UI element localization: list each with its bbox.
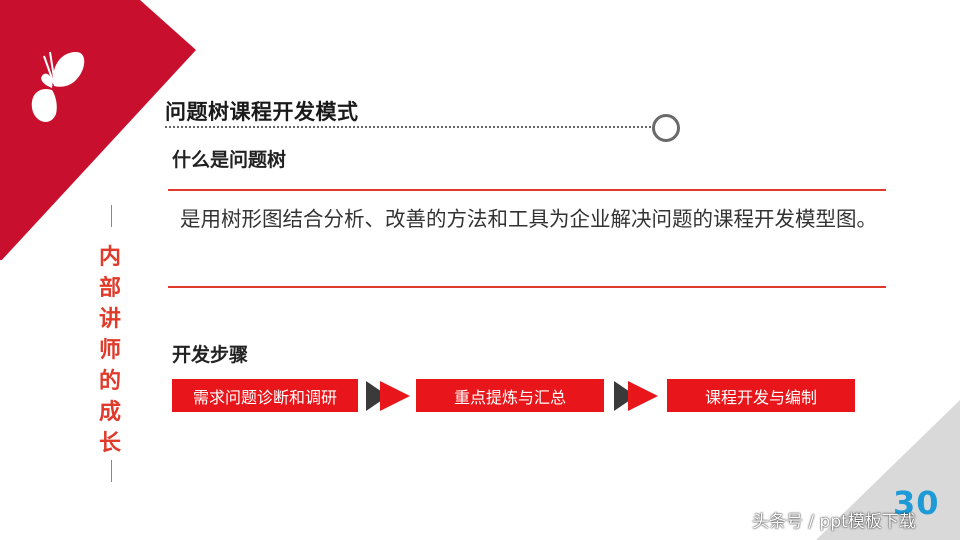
corner-decoration-red (0, 0, 196, 260)
vertical-line-bottom (111, 460, 112, 482)
vertical-title-char: 的 (98, 369, 121, 394)
vertical-title: 内 部 讲 师 的 成 长 (96, 242, 124, 459)
step-box-3: 课程开发与编制 (667, 379, 855, 412)
steps-heading: 开发步骤 (172, 344, 249, 366)
arrow-icon (614, 381, 658, 411)
red-divider-bottom (168, 286, 886, 288)
vertical-title-char: 讲 (98, 307, 121, 332)
vertical-title-char: 师 (98, 338, 121, 363)
watermark: 头条号 / ppt模板下载 (752, 512, 916, 532)
corner-decoration-gray (816, 400, 960, 540)
vertical-line-top (111, 205, 112, 227)
definition-text: 是用树形图结合分析、改善的方法和工具为企业解决问题的课程开发模型图。 (180, 207, 877, 231)
butterfly-icon (31, 51, 85, 122)
what-is-heading: 什么是问题树 (172, 149, 287, 171)
page-number: 30 (893, 484, 940, 522)
step-box-2: 重点提炼与汇总 (416, 379, 604, 412)
vertical-title-char: 内 (98, 245, 121, 270)
vertical-title-char: 部 (98, 276, 121, 301)
ring-icon (652, 114, 680, 142)
arrow-icon (366, 381, 410, 411)
vertical-title-char: 成 (98, 400, 121, 425)
section-title: 问题树课程开发模式 (165, 100, 359, 124)
dotted-divider (165, 126, 655, 128)
step-box-1: 需求问题诊断和调研 (172, 379, 358, 412)
vertical-title-char: 长 (98, 431, 121, 456)
red-divider-top (168, 189, 886, 191)
